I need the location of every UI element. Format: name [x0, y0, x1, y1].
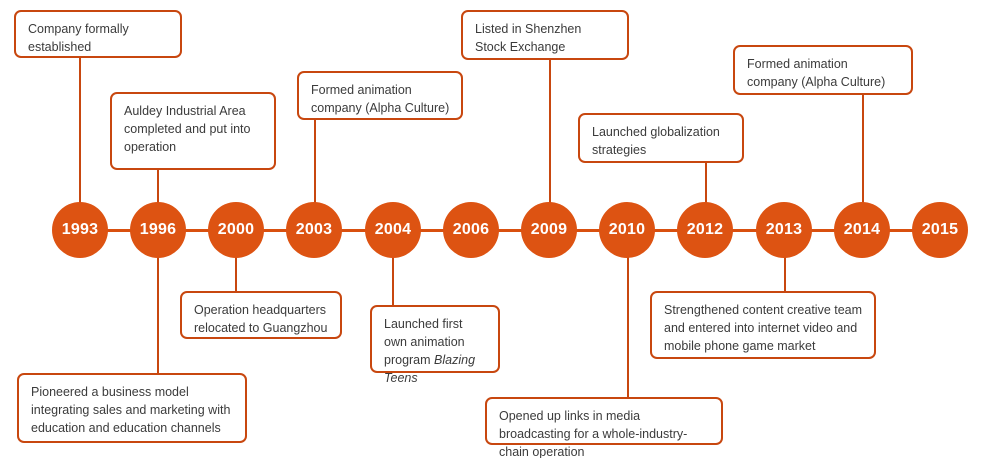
- year-node-2012[interactable]: 2012: [677, 202, 733, 258]
- callout-2009-above[interactable]: Listed in Shenzhen Stock Exchange: [461, 10, 629, 60]
- callout-2003-above[interactable]: Formed animation company (Alpha Culture): [297, 71, 463, 120]
- spine-segment-2003-2004: [340, 229, 370, 232]
- year-label: 2014: [843, 221, 881, 238]
- year-label: 2006: [452, 221, 490, 238]
- callout-2010-below[interactable]: Opened up links in media broadcasting fo…: [485, 397, 723, 458]
- year-node-1996[interactable]: 1996: [130, 202, 186, 258]
- spine-segment-2010-2012: [653, 229, 683, 232]
- callout-2000-below[interactable]: Operation headquarters relocated to Guan…: [180, 291, 342, 339]
- stem-2003-above: [314, 118, 316, 206]
- year-label: 2015: [921, 221, 959, 238]
- year-node-2015[interactable]: 2015: [912, 202, 968, 258]
- year-node-2010[interactable]: 2010: [599, 202, 655, 258]
- year-node-2004[interactable]: 2004: [365, 202, 421, 258]
- stem-2013-below: [784, 254, 786, 292]
- year-node-2003[interactable]: 2003: [286, 202, 342, 258]
- year-label: 2010: [608, 221, 646, 238]
- callout-2004-lead: Launched first own animation program: [384, 317, 465, 368]
- year-label: 2009: [530, 221, 568, 238]
- year-label: 1996: [139, 221, 177, 238]
- callout-2013-below[interactable]: Strengthened content creative team and e…: [650, 291, 876, 359]
- spine-segment-1993-1996: [106, 229, 136, 232]
- year-node-2009[interactable]: 2009: [521, 202, 577, 258]
- year-label: 2004: [374, 221, 412, 238]
- spine-segment-2012-2013: [731, 229, 761, 232]
- callout-1996-above[interactable]: Auldey Industrial Area completed and put…: [110, 92, 276, 170]
- stem-2000-below: [235, 254, 237, 292]
- callout-2004-program-title: Blazing Teens: [384, 353, 476, 386]
- year-node-1993[interactable]: 1993: [52, 202, 108, 258]
- year-label: 1993: [61, 221, 99, 238]
- spine-segment-1996-2000: [184, 229, 214, 232]
- year-label: 2012: [686, 221, 724, 238]
- year-label: 2003: [295, 221, 333, 238]
- callout-1996-below[interactable]: Pioneered a business model integrating s…: [17, 373, 247, 443]
- callout-2014-above[interactable]: Formed animation company (Alpha Culture): [733, 45, 913, 95]
- spine-segment-2013-2014: [810, 229, 840, 232]
- year-node-2014[interactable]: 2014: [834, 202, 890, 258]
- year-label: 2013: [765, 221, 803, 238]
- stem-2009-above: [549, 60, 551, 206]
- year-label: 2000: [217, 221, 255, 238]
- spine-segment-2009-2010: [575, 229, 605, 232]
- spine-segment-2000-2003: [262, 229, 292, 232]
- callout-2012-above[interactable]: Launched globalization strategies: [578, 113, 744, 163]
- stem-1996-below: [157, 254, 159, 374]
- year-node-2006[interactable]: 2006: [443, 202, 499, 258]
- callout-1993-above[interactable]: Company formally established: [14, 10, 182, 58]
- spine-segment-2004-2006: [419, 229, 449, 232]
- year-node-2000[interactable]: 2000: [208, 202, 264, 258]
- stem-2010-below: [627, 254, 629, 398]
- spine-segment-2014-2015: [888, 229, 918, 232]
- stem-2004-below: [392, 254, 394, 306]
- callout-2004-below[interactable]: Launched first own animation program Bla…: [370, 305, 500, 385]
- stem-1993-above: [79, 56, 81, 206]
- spine-segment-2006-2009: [497, 229, 527, 232]
- stem-1996-above: [157, 168, 159, 206]
- stem-2014-above: [862, 95, 864, 206]
- year-node-2013[interactable]: 2013: [756, 202, 812, 258]
- stem-2012-above: [705, 162, 707, 206]
